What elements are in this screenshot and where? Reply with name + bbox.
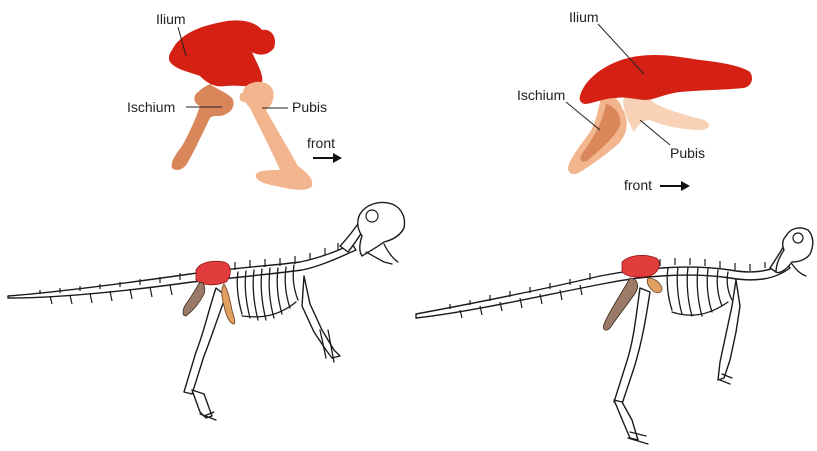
right-pubis-label: Pubis — [670, 145, 705, 161]
left-skull — [358, 202, 405, 256]
right-pelvis-ischium — [603, 278, 637, 330]
left-pubis-bone — [243, 82, 312, 190]
left-pelvis-ilium — [196, 261, 230, 285]
left-ischium-label: Ischium — [127, 99, 175, 115]
left-ilium-label: Ilium — [156, 11, 186, 27]
right-skeleton — [416, 228, 813, 444]
right-pelvis-ilium — [622, 255, 659, 277]
left-front-label: front — [307, 135, 335, 151]
left-pubis-label: Pubis — [292, 99, 327, 115]
left-ischium-bone — [172, 84, 234, 170]
right-ischium-label: Ischium — [517, 87, 565, 103]
right-ilium-label: Ilium — [569, 9, 599, 25]
left-pelvis-pubis — [222, 284, 235, 324]
right-front-label: front — [624, 177, 652, 193]
left-skeleton — [8, 202, 405, 420]
left-arm — [302, 276, 340, 358]
right-arm — [718, 280, 740, 380]
left-pelvis-diagram: Ilium Ischium Pubis front — [127, 11, 342, 190]
right-ilium-bone — [580, 55, 752, 104]
right-pelvis-pubis — [647, 278, 662, 293]
left-pelvis-ischium — [183, 282, 205, 316]
right-pelvis-diagram: Ilium Ischium Pubis front — [517, 9, 752, 193]
right-ischium-leader — [566, 102, 600, 130]
right-front-arrow-icon — [660, 181, 690, 191]
left-pubis-upper — [240, 92, 249, 102]
left-front-arrow-icon — [313, 153, 342, 163]
